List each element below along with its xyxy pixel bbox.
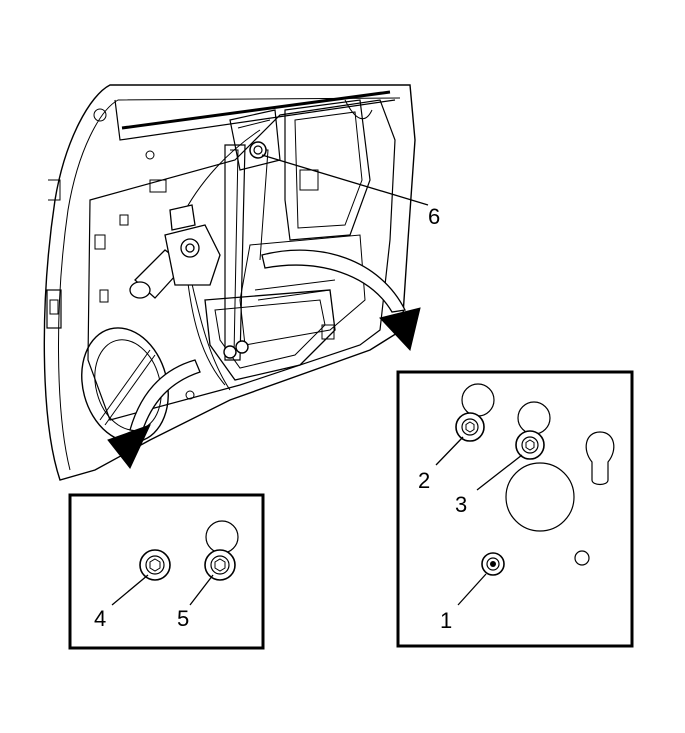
- callout-5: 5: [177, 606, 189, 631]
- lower-bolts-location: [223, 340, 249, 359]
- keyhole-opening: [585, 431, 615, 486]
- bolt-3: [515, 430, 545, 460]
- leader-line-1: [457, 573, 487, 606]
- arrow-to-right-detail: [261, 249, 421, 352]
- bolt-2: [455, 412, 485, 442]
- callout-2: 2: [418, 468, 430, 493]
- callout-1: 1: [440, 608, 452, 633]
- detail-box-left: [68, 493, 265, 650]
- callout-6: 6: [428, 204, 440, 229]
- arrow-to-left-detail: [107, 359, 201, 469]
- leader-line-3: [476, 454, 523, 491]
- callout-4: 4: [94, 606, 106, 631]
- detail-box-right: [396, 370, 634, 648]
- leader-line-5: [189, 574, 214, 606]
- leader-line-2: [435, 436, 464, 466]
- bolt-6-location: [249, 141, 267, 159]
- bolt-5: [204, 549, 236, 581]
- bolt-1: [481, 552, 505, 576]
- door-panel: [43, 84, 416, 481]
- large-access-hole: [505, 462, 575, 532]
- leader-line-6: [261, 154, 429, 206]
- small-hole: [574, 550, 590, 566]
- leader-line-4: [111, 574, 149, 606]
- callout-3: 3: [455, 492, 467, 517]
- bolt-4: [139, 549, 171, 581]
- window-motor: [129, 204, 221, 299]
